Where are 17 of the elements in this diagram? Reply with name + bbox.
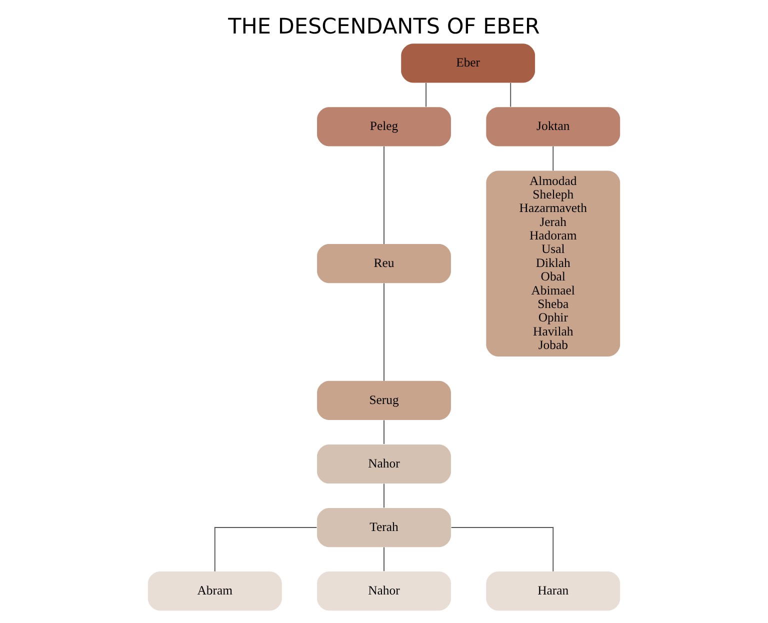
node-box: Reu (317, 244, 451, 284)
node-box: Haran (486, 572, 620, 611)
node-box: Abram (148, 572, 282, 611)
node-box: Almodad Sheleph Hazarmaveth Jerah Hadoram Usal Diklah Obal Abimael Sheba Ophir Havilah Jobab (486, 170, 620, 356)
node-box: Peleg (317, 107, 451, 146)
connector (510, 82, 512, 108)
diagram-title: THE DESCENDANTS OF EBER (228, 14, 540, 40)
node-box: Nahor (317, 572, 451, 611)
node-box: Nahor (317, 444, 451, 484)
node-box: Terah (317, 508, 451, 548)
connector (426, 82, 427, 108)
connector (552, 146, 554, 172)
node-box: Serug (317, 380, 451, 420)
node-box: Joktan (486, 107, 620, 146)
node-box: Eber (401, 44, 536, 83)
connector (214, 527, 318, 572)
connector (450, 527, 554, 572)
